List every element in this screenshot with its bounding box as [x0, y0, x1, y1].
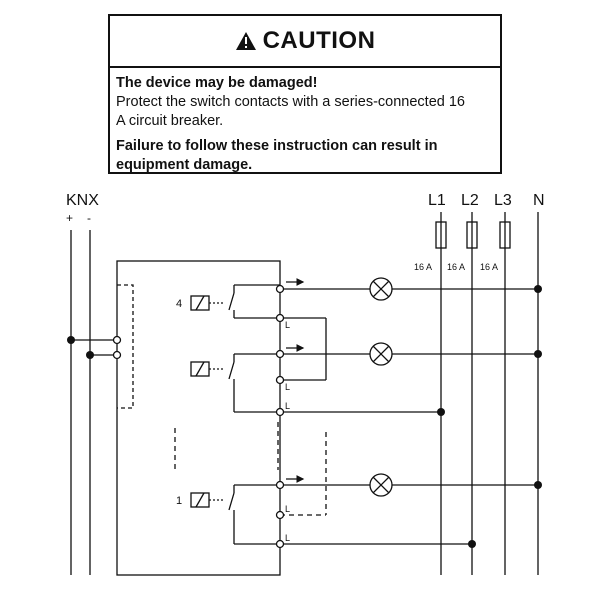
actuator-device-outline	[116, 260, 281, 576]
junction-l2-feed	[468, 540, 476, 548]
knx-label: KNX	[66, 192, 99, 209]
protect-instruction-line-1: Protect the switch contacts with a serie…	[116, 94, 465, 110]
knx-plus-label: +	[66, 211, 73, 225]
terminal-label-supply-channel-2: L	[285, 401, 290, 411]
junction-neutral-channel-4	[534, 285, 542, 293]
relay-coil-slash-channel-2	[195, 361, 205, 377]
bus-coupler-dashed	[117, 284, 134, 409]
terminal-supply-channel-2	[275, 407, 285, 417]
fuse-rating-l3: 16 A	[480, 262, 498, 272]
caution-body: The device may be damaged! Protect the s…	[110, 68, 500, 175]
junction-knx-plus	[67, 336, 75, 344]
junction-knx-minus	[86, 351, 94, 359]
failure-warning-line-1: Failure to follow these instruction can …	[116, 138, 438, 154]
terminal-label-feed-channel-2: L	[285, 382, 290, 392]
lamp-icon-channel-4	[369, 277, 393, 301]
terminal-label-feed-channel-1: L	[285, 504, 290, 514]
caution-title: CAUTION	[262, 27, 376, 54]
knx-minus-label: -	[87, 211, 91, 225]
fuse-l3	[499, 221, 511, 249]
lamp-icon-channel-2	[369, 342, 393, 366]
terminal-label-feed-channel-4: L	[285, 320, 290, 330]
switch-contact-channel-1	[228, 492, 235, 511]
relay-label-channel-1: 1	[176, 495, 182, 507]
fuse-l1	[435, 221, 447, 249]
junction-neutral-channel-1	[534, 481, 542, 489]
caution-box: CAUTION The device may be damaged! Prote…	[108, 14, 502, 174]
phase-label-l1: L1	[428, 192, 446, 209]
terminal-feed-channel-2	[275, 375, 285, 385]
fuse-rating-l1: 16 A	[414, 262, 432, 272]
terminal-feed-channel-4	[275, 313, 285, 323]
terminal-output-channel-1	[275, 480, 285, 490]
switch-contact-channel-2	[228, 361, 235, 380]
junction-dots	[67, 285, 542, 548]
protect-instruction-line-2: A circuit breaker.	[116, 113, 224, 129]
damage-warning: The device may be damaged!	[116, 75, 318, 91]
failure-warning-line-2: equipment damage.	[116, 157, 253, 173]
terminals	[112, 284, 285, 549]
terminal-feed-channel-1	[275, 510, 285, 520]
terminal-output-channel-2	[275, 349, 285, 359]
fuse-rating-l2: 16 A	[447, 262, 465, 272]
relay-coil-slash-channel-4	[195, 295, 205, 311]
lamp-icon-channel-1	[369, 473, 393, 497]
junction-l1-feed	[437, 408, 445, 416]
neutral-label: N	[533, 192, 545, 209]
junction-neutral-channel-2	[534, 350, 542, 358]
phase-label-l2: L2	[461, 192, 479, 209]
terminal-supply-channel-1	[275, 539, 285, 549]
terminal-knx-plus	[112, 335, 122, 345]
fuse-l2	[466, 221, 478, 249]
terminal-output-channel-4	[275, 284, 285, 294]
switch-contact-channel-4	[228, 292, 235, 311]
warning-triangle-icon	[235, 31, 257, 51]
terminal-knx-minus	[112, 350, 122, 360]
relay-label-channel-4: 4	[176, 298, 182, 310]
phase-label-l3: L3	[494, 192, 512, 209]
caution-header: CAUTION	[110, 16, 500, 68]
relay-coil-slash-channel-1	[195, 492, 205, 508]
terminal-label-supply-channel-1: L	[285, 533, 290, 543]
